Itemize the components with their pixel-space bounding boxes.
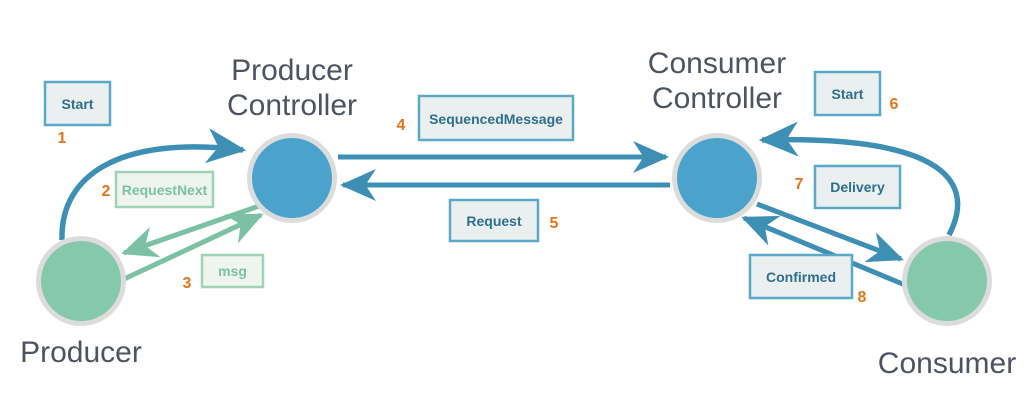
node-title-producer-controller-line1: Producer [231, 54, 353, 87]
step-number-3: 3 [183, 275, 192, 292]
arrow-start-to-producer-controller [59, 128, 247, 241]
message-box-start-right[interactable]: Start [813, 70, 882, 117]
node-consumer[interactable] [902, 236, 992, 326]
message-box-request[interactable]: Request [448, 198, 540, 243]
message-box-shape [417, 94, 575, 142]
message-box-sequenced-message[interactable]: SequencedMessage [417, 94, 575, 142]
message-box-confirmed[interactable]: Confirmed [748, 253, 854, 300]
arrow-confirmed [741, 215, 906, 288]
node-producer[interactable] [36, 236, 126, 326]
node-consumer-controller[interactable] [672, 133, 762, 223]
arrow-msg [120, 212, 264, 283]
message-box-label: Confirmed [766, 269, 836, 285]
message-box-shape [114, 170, 215, 209]
arrow-start-to-consumer-controller [758, 121, 961, 237]
step-number-1: 1 [58, 130, 67, 147]
message-box-label: Start [62, 96, 94, 112]
arrow-request-next [121, 202, 263, 258]
node-core [41, 241, 121, 321]
node-title-consumer: Consumer [878, 347, 1016, 380]
step-number-6: 6 [890, 96, 899, 113]
node-title-producer: Producer [20, 336, 142, 369]
message-box-shape [813, 70, 882, 117]
node-producer-controller[interactable] [247, 133, 337, 223]
node-core [907, 241, 987, 321]
node-title-consumer-controller-line1: Consumer [648, 47, 786, 80]
message-box-label: Delivery [830, 179, 885, 195]
message-box-label: RequestNext [122, 182, 208, 198]
step-number-7: 7 [795, 176, 804, 193]
message-box-request-next[interactable]: RequestNext [114, 170, 215, 209]
message-box-start-left[interactable]: Start [43, 80, 112, 127]
step-number-8: 8 [858, 289, 867, 306]
message-box-msg[interactable]: msg [200, 253, 265, 289]
message-box-label: msg [218, 263, 247, 279]
message-box-shape [448, 198, 540, 243]
message-box-delivery[interactable]: Delivery [813, 164, 902, 210]
node-core [252, 138, 332, 218]
message-box-shape [43, 80, 112, 127]
message-box-shape [813, 164, 902, 210]
message-box-shape [200, 253, 265, 289]
message-box-label: Request [466, 213, 522, 229]
message-box-label: Start [832, 86, 864, 102]
step-number-4: 4 [397, 117, 406, 134]
message-box-label: SequencedMessage [429, 111, 563, 127]
node-title-producer-controller-line2: Controller [227, 89, 357, 122]
node-core [677, 138, 757, 218]
step-number-5: 5 [550, 215, 559, 232]
node-title-consumer-controller-line2: Controller [652, 82, 782, 115]
message-box-shape [748, 253, 854, 300]
arrow-delivery [756, 201, 904, 263]
step-number-2: 2 [102, 183, 111, 200]
